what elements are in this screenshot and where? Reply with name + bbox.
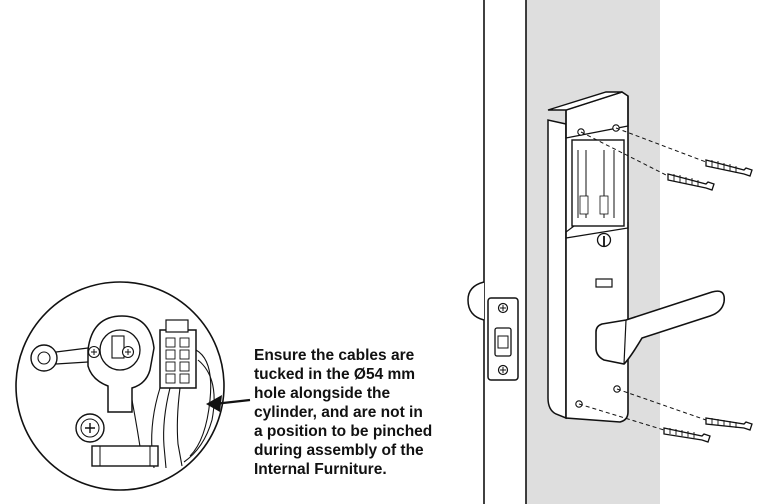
screw-top-2 [667,173,715,191]
caption-line-4: cylinder, and are not in [254,404,423,421]
caption-line-3: hole alongside the [254,385,391,402]
strike-plate [487,297,519,381]
caption-line-1: Ensure the cables are [254,347,415,364]
latch-bolt [467,281,485,321]
screw-top-1 [705,159,753,177]
cable-detail-callout [15,281,225,491]
caption-line-5: a position to be pinched [254,423,433,440]
caption-line-2: tucked in the Ø54 mm [254,366,416,383]
screw-bottom-2 [663,427,711,443]
alignment-guides [578,127,707,431]
screw-bottom-1 [705,417,753,431]
cable-pointer-arrow [206,395,251,412]
caption-line-6: during assembly of the [254,442,424,459]
caption-line-7: Internal Furniture. [254,461,387,478]
instruction-caption: Ensure the cables are tucked in the Ø54 … [254,346,474,479]
lock-escutcheon [547,91,629,423]
lever-handle [595,290,726,365]
